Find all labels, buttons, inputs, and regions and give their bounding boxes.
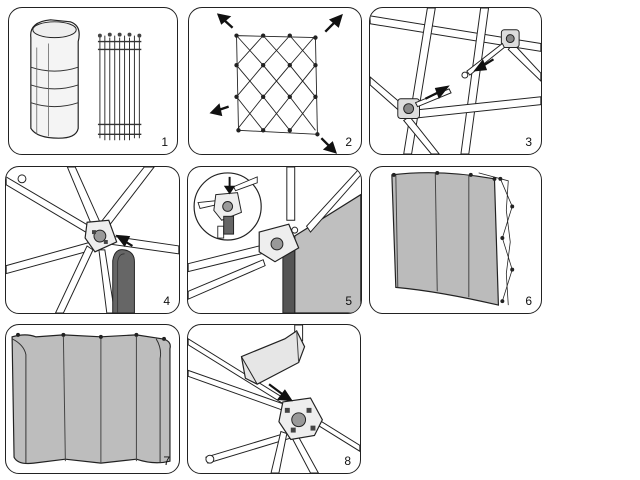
step-number: 5	[345, 294, 352, 308]
frame-expanded-outward-illustration	[209, 13, 343, 154]
step-5-panel: 5	[187, 166, 362, 314]
step-8-panel: 8	[187, 324, 361, 474]
hook-onto-hub-illustration	[6, 167, 179, 313]
step-1-panel: 1	[8, 7, 178, 155]
step-6-panel: 6	[369, 166, 542, 314]
connecting-support-bars-illustration	[370, 8, 541, 154]
panels-hung-on-frame-illustration	[391, 170, 515, 306]
step-number: 8	[344, 454, 351, 468]
step-number: 3	[525, 135, 532, 149]
step-number: 1	[161, 135, 168, 149]
attach-light-to-hub-illustration	[188, 325, 360, 473]
step-number: 7	[163, 454, 170, 468]
step-number: 2	[345, 135, 352, 149]
step-7-panel: 7	[5, 324, 180, 474]
step-number: 4	[163, 294, 170, 308]
step-3-panel: 3	[369, 7, 542, 155]
step-4-panel: 4	[5, 166, 180, 314]
clip-panel-to-frame-illustration	[188, 167, 361, 313]
packed-case-and-folded-frame-illustration	[30, 19, 142, 141]
step-number: 6	[525, 294, 532, 308]
completed-curved-display-illustration	[11, 332, 171, 465]
step-2-panel: 2	[188, 7, 362, 155]
